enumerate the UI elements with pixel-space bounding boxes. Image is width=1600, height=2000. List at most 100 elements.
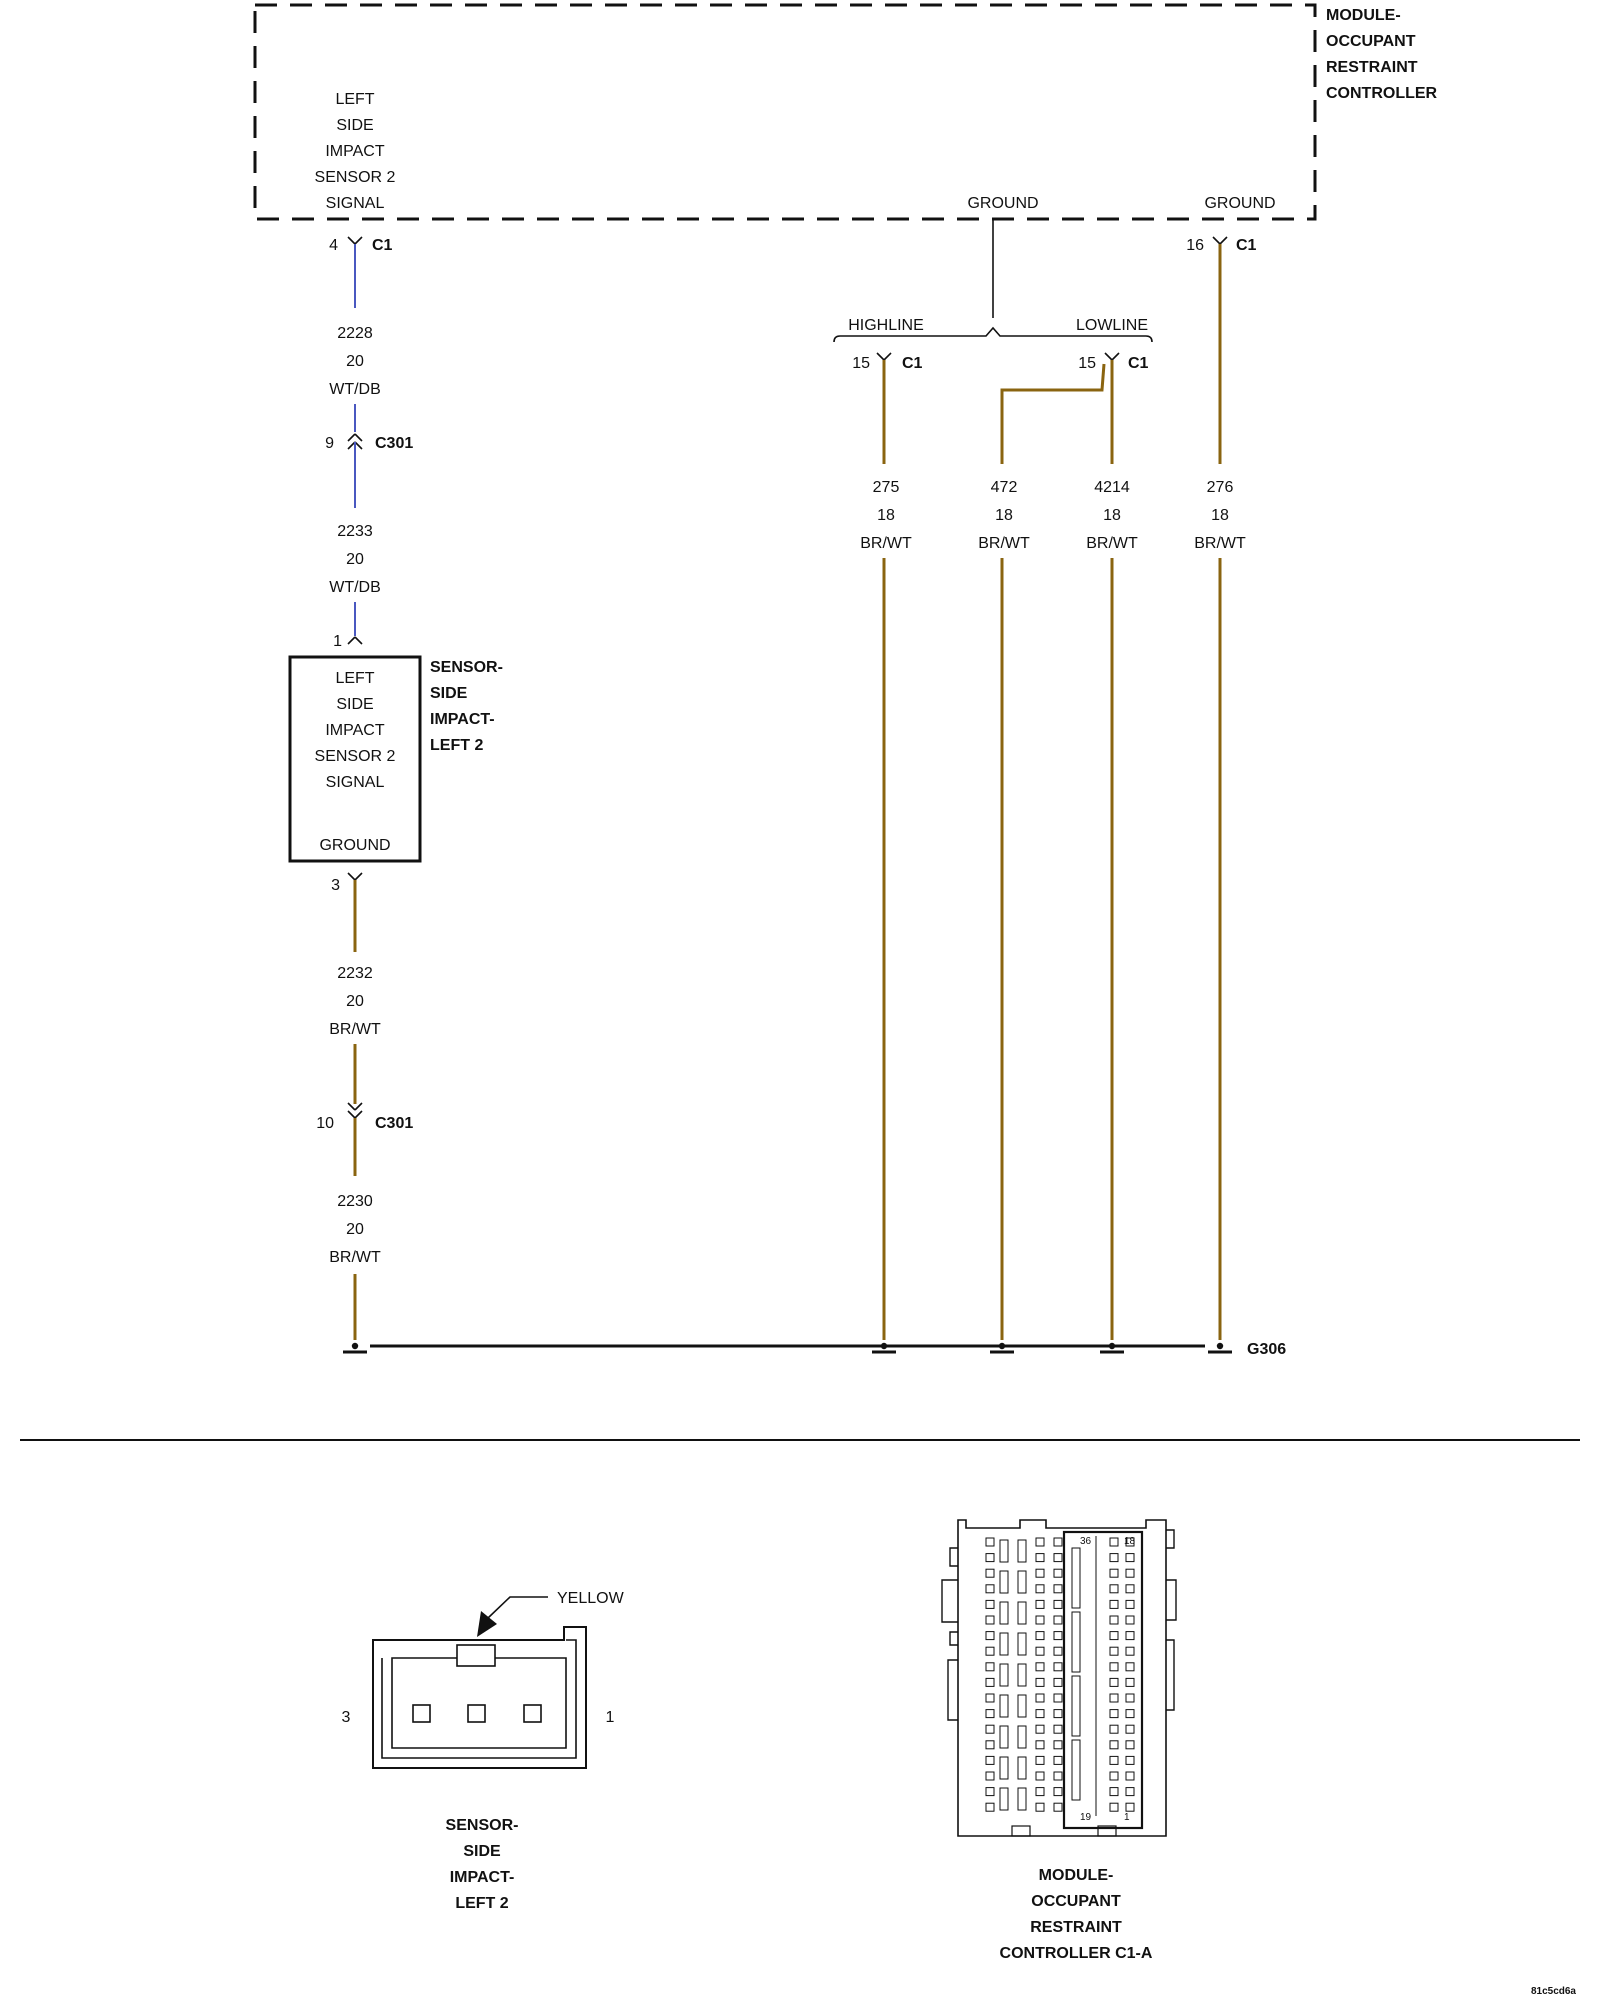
module-pin-cavity <box>1109 1709 1119 1719</box>
module-pin-cavity <box>1053 1709 1063 1719</box>
module-pin-cavity <box>985 1584 995 1594</box>
module-pin-cavity <box>1053 1537 1063 1547</box>
module-pin-cavity <box>1035 1787 1045 1797</box>
sensor-title-line-3: IMPACT- <box>430 711 495 728</box>
module-pin-cavity <box>1109 1537 1119 1547</box>
wire-2230-gauge: 20 <box>346 1221 364 1238</box>
module-pin-cavity <box>1109 1631 1119 1641</box>
wire-2230-color: BR/WT <box>329 1249 381 1266</box>
module-pin-cavity <box>985 1787 995 1797</box>
sensor-view-pin-1-label: 1 <box>606 1709 615 1726</box>
lowline-label: LOWLINE <box>1076 317 1148 334</box>
module-pin-cavity <box>1109 1599 1119 1609</box>
module-pin-cavity <box>1125 1740 1135 1750</box>
module-pin-36-label: 36 <box>1080 1536 1092 1547</box>
module-pin-slot <box>999 1632 1009 1656</box>
module-pin-cavity <box>985 1631 995 1641</box>
module-pin-cavity <box>1125 1662 1135 1672</box>
wire-276-number: 276 <box>1207 479 1234 496</box>
module-pin-cavity <box>985 1615 995 1625</box>
c1-pin-16-connector-icon <box>1212 236 1228 245</box>
ground-g306: G306 <box>341 1341 1286 1358</box>
module-pin-cavity <box>985 1537 995 1547</box>
sensor-title-line-2: SIDE <box>430 685 468 702</box>
module-signal-label-1: LEFT <box>335 91 374 108</box>
module-pin-cavity <box>985 1568 995 1578</box>
module-pin-cavity <box>1125 1677 1135 1687</box>
module-pin-cavity <box>985 1599 995 1609</box>
module-pin-cavity <box>1109 1740 1119 1750</box>
sensor-box-label-4: SENSOR 2 <box>315 748 396 765</box>
module-pin-cavity <box>1109 1787 1119 1797</box>
module-pin-bar <box>1071 1547 1081 1609</box>
module-pin-cavity <box>1109 1677 1119 1687</box>
module-pin-slot <box>1017 1756 1027 1780</box>
wire-276-color: BR/WT <box>1194 535 1246 552</box>
sensor-view-title-1: SENSOR- <box>446 1817 519 1834</box>
module-signal-label-2: SIDE <box>336 117 373 134</box>
module-pin-slot <box>1017 1539 1027 1563</box>
module-pin-cavity <box>1109 1724 1119 1734</box>
lowline-c1-label: C1 <box>1128 355 1149 372</box>
module-pin-slot <box>1017 1663 1027 1687</box>
wire-2230-number: 2230 <box>337 1193 373 1210</box>
module-signal-label-3: IMPACT <box>325 143 384 160</box>
module-pin-cavity <box>1109 1662 1119 1672</box>
module-pin-cavity <box>985 1709 995 1719</box>
wire-2232-number: 2232 <box>337 965 373 982</box>
module-pin-cavity <box>985 1553 995 1563</box>
module-pin-cavity <box>1109 1802 1119 1812</box>
module-pin-cavity <box>1109 1584 1119 1594</box>
wire-472-gauge: 18 <box>995 507 1013 524</box>
module-pin-slot <box>999 1663 1009 1687</box>
module-pin-cavity <box>1125 1584 1135 1594</box>
wire-2232-gauge: 20 <box>346 993 364 1010</box>
module-pin-18-label: 18 <box>1124 1536 1136 1547</box>
c301-pin-10-connector-icon <box>347 1102 363 1119</box>
module-pin-cavity <box>1125 1537 1135 1547</box>
module-pin-cavity <box>1053 1693 1063 1703</box>
sensor-pin-1-terminal <box>523 1704 542 1723</box>
sensor-pin-3-number: 3 <box>331 877 340 894</box>
wire-472-color: BR/WT <box>978 535 1030 552</box>
wire-275-gauge: 18 <box>877 507 895 524</box>
module-pin-slot <box>1017 1570 1027 1594</box>
module-title-line-2: OCCUPANT <box>1326 33 1416 50</box>
wire-472-upper <box>1000 363 1106 464</box>
module-connector-left-tabs <box>941 1547 958 1721</box>
module-pin-cavity <box>1035 1615 1045 1625</box>
module-pin-cavity <box>1125 1802 1135 1812</box>
module-pin-cavity <box>985 1802 995 1812</box>
highline-c1-pin-15-connector-icon <box>876 352 892 361</box>
module-pin-cavity <box>1035 1599 1045 1609</box>
module-pin-cavity <box>1125 1553 1135 1563</box>
c1-connector-label: C1 <box>372 237 393 254</box>
signal-circuit: 4 C1 2228 20 WT/DB 9 C301 2233 20 WT/DB … <box>325 236 413 650</box>
module-pin-cavity <box>1035 1709 1045 1719</box>
module-pin-cavity <box>1125 1693 1135 1703</box>
module-pin-cavity <box>1125 1646 1135 1656</box>
diagram-code: 81c5cd6a <box>1531 1986 1576 1997</box>
module-pin-cavity <box>1053 1599 1063 1609</box>
sensor-pin-3-connector-icon <box>347 872 363 881</box>
module-pin-slot <box>1017 1725 1027 1749</box>
module-pin-cavity <box>1053 1646 1063 1656</box>
module-pin-cavity <box>1053 1771 1063 1781</box>
wire-2228-color: WT/DB <box>329 381 381 398</box>
module-pin-cavity <box>1125 1771 1135 1781</box>
module-pin-cavity <box>1053 1740 1063 1750</box>
module-pin-cavity <box>1053 1584 1063 1594</box>
highline-label: HIGHLINE <box>848 317 924 334</box>
module-title-line-3: RESTRAINT <box>1326 59 1418 76</box>
wire-2232-color: BR/WT <box>329 1021 381 1038</box>
module-pin-cavity <box>1053 1802 1063 1812</box>
module-pin-cavity <box>1109 1755 1119 1765</box>
sensor-box-label-3: IMPACT <box>325 722 384 739</box>
module-pin-cavity <box>1125 1568 1135 1578</box>
module-pin-slot <box>1017 1787 1027 1811</box>
module-pin-cavity <box>1053 1787 1063 1797</box>
module-view-title-2: OCCUPANT <box>1031 1893 1121 1910</box>
module-pin-cavity <box>1053 1724 1063 1734</box>
sensor-side-impact-left-2: LEFT SIDE IMPACT SENSOR 2 SIGNAL GROUND … <box>288 655 503 863</box>
sensor-view-pin-3-label: 3 <box>342 1709 351 1726</box>
